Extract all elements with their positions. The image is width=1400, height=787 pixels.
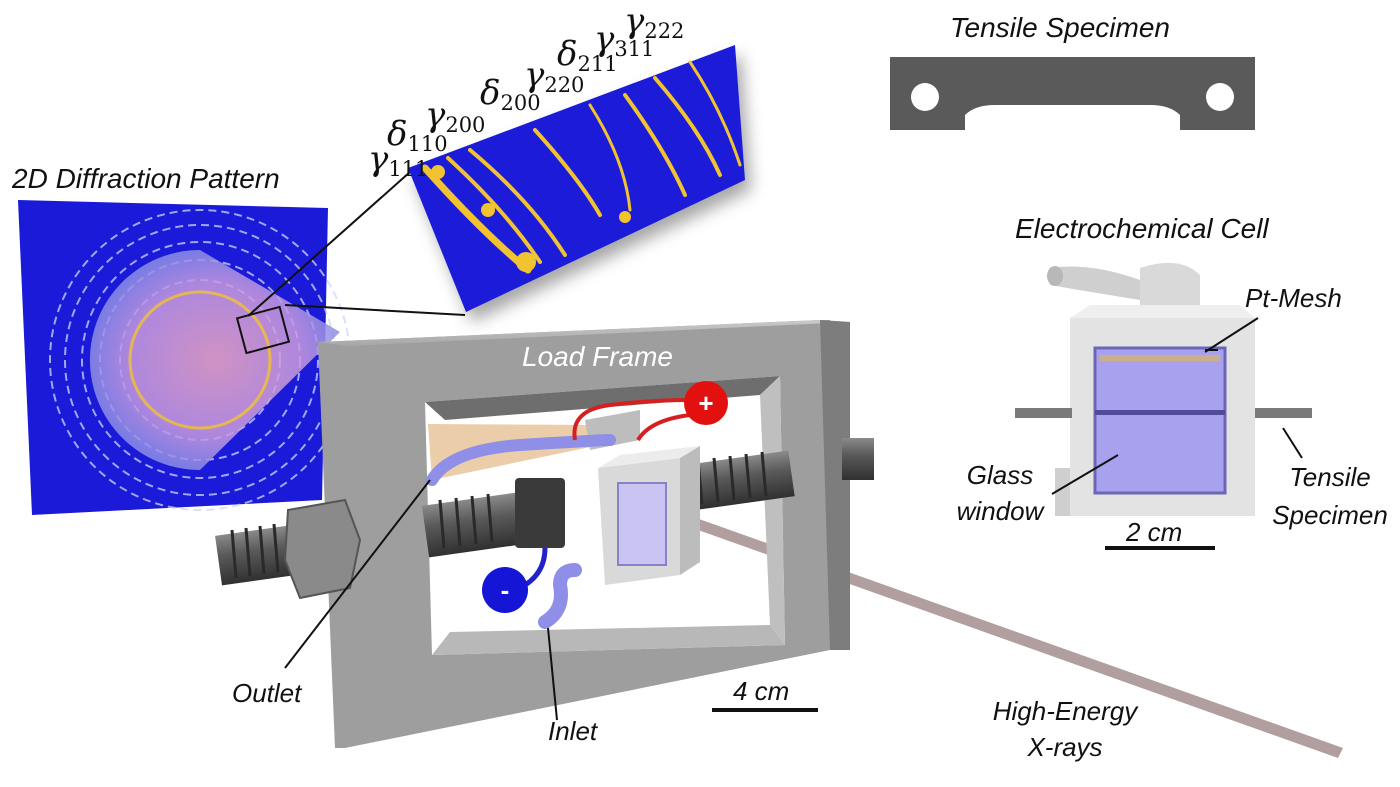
minus-sign: - bbox=[501, 575, 510, 605]
tensile-side-pointer bbox=[1282, 427, 1303, 459]
outlet-pointer bbox=[284, 479, 431, 669]
load-frame bbox=[318, 320, 850, 748]
glass-label: Glass bbox=[966, 460, 1034, 490]
inlet-tube bbox=[538, 563, 582, 629]
tensile-specimen-drawing bbox=[890, 57, 1255, 130]
peak-label-gamma220: γ220 bbox=[524, 55, 585, 97]
peak-label-gamma311: γ311 bbox=[594, 19, 655, 61]
positive-terminal: + bbox=[684, 381, 728, 425]
peak-label-delta110: δ110 bbox=[387, 114, 448, 156]
plus-sign: + bbox=[698, 388, 713, 418]
pt-mesh-pointer bbox=[1204, 317, 1259, 353]
outlet-tube bbox=[426, 434, 616, 486]
xray-label-2: X-rays bbox=[1027, 732, 1103, 762]
tensile-side-label-2: Specimen bbox=[1272, 500, 1388, 530]
right-threaded-rod bbox=[679, 438, 874, 512]
peak-label-delta211: δ211 bbox=[557, 34, 618, 76]
inlet-label: Inlet bbox=[548, 716, 598, 746]
inlet-pointer bbox=[547, 627, 558, 721]
diffraction-spots bbox=[431, 165, 631, 272]
diffraction-pattern-label: 2D Diffraction Pattern bbox=[12, 163, 280, 194]
scale-2cm-label: 2 cm bbox=[1126, 517, 1183, 547]
xray-label-1: High-Energy bbox=[992, 696, 1138, 726]
left-threaded-rod bbox=[215, 478, 565, 600]
electrochemical-cell-title: Electrochemical Cell bbox=[1015, 213, 1269, 244]
scale-4cm-label: 4 cm bbox=[733, 676, 790, 706]
cell-detail bbox=[1015, 262, 1312, 516]
pt-mesh-label: Pt-Mesh bbox=[1245, 283, 1342, 313]
negative-terminal: - bbox=[482, 567, 528, 613]
peak-label-gamma222: γ222 bbox=[624, 1, 685, 43]
tensile-specimen-title: Tensile Specimen bbox=[950, 12, 1170, 43]
load-frame-label: Load Frame bbox=[522, 341, 673, 372]
window-label: window bbox=[956, 496, 1044, 526]
peak-label-gamma111: γ111 bbox=[368, 139, 429, 181]
peak-label-delta200: δ200 bbox=[480, 73, 541, 115]
glass-window-pointer bbox=[1051, 454, 1119, 495]
tensile-side-label-1: Tensile bbox=[1289, 462, 1371, 492]
outlet-label: Outlet bbox=[232, 678, 302, 708]
positive-wire-2 bbox=[636, 413, 691, 442]
positive-wire bbox=[572, 398, 691, 441]
peak-label-gamma200: γ200 bbox=[425, 95, 486, 137]
